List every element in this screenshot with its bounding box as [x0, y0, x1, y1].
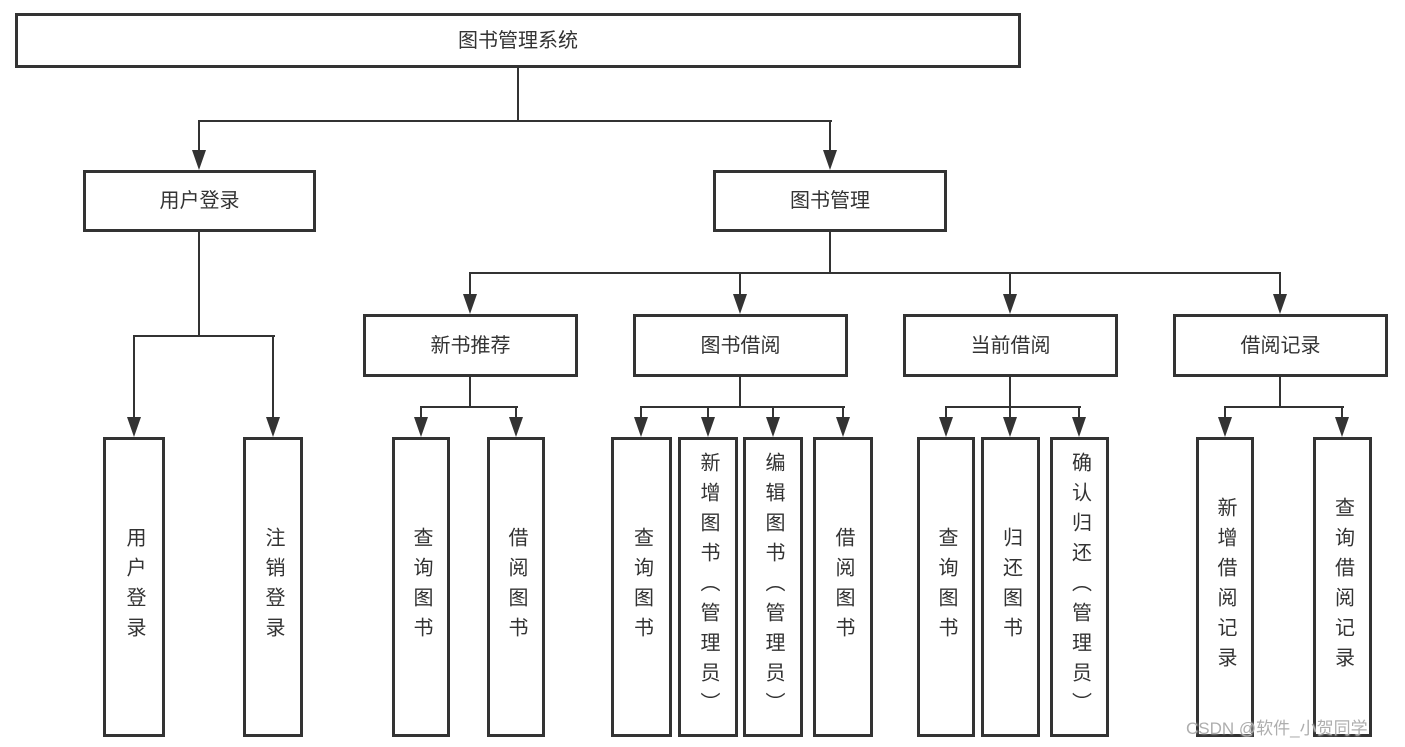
leaf-logout: 注销登录 — [243, 437, 303, 737]
leaf-label: 借阅图书 — [505, 527, 527, 647]
connector-line — [1009, 406, 1011, 419]
connector-line — [772, 406, 774, 419]
node-label: 新书推荐 — [430, 334, 511, 357]
connector-line — [198, 120, 832, 122]
arrowhead-down-icon — [701, 417, 715, 437]
leaf-borrow-books: 借阅图书 — [813, 437, 873, 737]
leaf-label: 注销登录 — [262, 527, 284, 647]
leaf-borrow-books-recommend: 借阅图书 — [487, 437, 545, 737]
node-label: 借阅记录 — [1240, 334, 1321, 357]
leaf-label: 新增借阅记录 — [1214, 497, 1236, 677]
connector-line — [1078, 406, 1080, 419]
connector-line — [515, 406, 517, 419]
arrowhead-down-icon — [266, 417, 280, 437]
connector-line — [640, 406, 845, 408]
connector-line — [707, 406, 709, 419]
connector-line — [829, 120, 831, 152]
connector-line — [1009, 377, 1011, 408]
node-new-book-recommend: 新书推荐 — [363, 314, 578, 377]
connector-line — [1224, 406, 1226, 419]
leaf-label: 查询图书 — [935, 527, 957, 647]
connector-line — [469, 272, 471, 296]
connector-line — [469, 272, 1281, 274]
arrowhead-down-icon — [1273, 294, 1287, 314]
connector-line — [945, 406, 947, 419]
leaf-return-books: 归还图书 — [981, 437, 1040, 737]
leaf-label: 归还图书 — [999, 527, 1022, 647]
leaf-label: 新增图书（管理员） — [697, 452, 719, 722]
connector-line — [1279, 377, 1281, 408]
arrowhead-down-icon — [1218, 417, 1232, 437]
node-book-management: 图书管理 — [713, 170, 947, 232]
connector-line — [739, 272, 741, 296]
leaf-label: 借阅图书 — [832, 527, 854, 647]
arrowhead-down-icon — [1003, 417, 1017, 437]
node-label: 用户登录 — [159, 190, 240, 212]
arrowhead-down-icon — [127, 417, 141, 437]
connector-line — [739, 377, 741, 408]
leaf-query-books-borrowing: 查询图书 — [611, 437, 672, 737]
leaf-query-borrow-record: 查询借阅记录 — [1313, 437, 1372, 737]
leaf-label: 查询图书 — [630, 527, 653, 647]
leaf-add-borrow-record: 新增借阅记录 — [1196, 437, 1254, 737]
node-current-borrowing: 当前借阅 — [903, 314, 1118, 377]
connector-line — [198, 120, 200, 152]
arrowhead-down-icon — [1003, 294, 1017, 314]
arrowhead-down-icon — [1335, 417, 1349, 437]
csdn-watermark: CSDN @软件_小贺同学 — [1186, 719, 1368, 738]
leaf-query-books-recommend: 查询图书 — [392, 437, 450, 737]
arrowhead-down-icon — [766, 417, 780, 437]
arrowhead-down-icon — [939, 417, 953, 437]
node-book-borrowing: 图书借阅 — [633, 314, 848, 377]
connector-line — [945, 406, 1081, 408]
connector-line — [640, 406, 642, 419]
arrowhead-down-icon — [463, 294, 477, 314]
connector-line — [829, 232, 831, 274]
leaf-label: 确认归还（管理员） — [1068, 452, 1091, 722]
node-label: 图书借阅 — [700, 334, 781, 357]
leaf-label: 查询借阅记录 — [1331, 497, 1354, 677]
leaf-label: 编辑图书（管理员） — [762, 452, 784, 722]
connector-line — [133, 335, 275, 337]
leaf-user-login: 用户登录 — [103, 437, 165, 737]
node-label: 当前借阅 — [970, 334, 1051, 357]
leaf-query-books-current: 查询图书 — [917, 437, 975, 737]
connector-line — [198, 232, 200, 337]
connector-line — [1009, 272, 1011, 296]
arrowhead-down-icon — [1072, 417, 1086, 437]
leaf-confirm-return-admin: 确认归还（管理员） — [1050, 437, 1109, 737]
connector-line — [842, 406, 844, 419]
connector-line — [1224, 406, 1344, 408]
connector-line — [517, 68, 519, 122]
connector-line — [1279, 272, 1281, 296]
connector-line — [133, 335, 135, 419]
arrowhead-down-icon — [634, 417, 648, 437]
connector-line — [272, 335, 274, 419]
node-label: 图书管理 — [790, 190, 870, 212]
leaf-label: 用户登录 — [123, 527, 145, 647]
node-label: 图书管理系统 — [458, 29, 578, 52]
arrowhead-down-icon — [509, 417, 523, 437]
connector-line — [420, 406, 422, 419]
connector-line — [1341, 406, 1343, 419]
arrowhead-down-icon — [836, 417, 850, 437]
leaf-edit-books-admin: 编辑图书（管理员） — [743, 437, 803, 737]
leaf-label: 查询图书 — [410, 527, 432, 647]
arrowhead-down-icon — [414, 417, 428, 437]
arrowhead-down-icon — [192, 150, 206, 170]
arrowhead-down-icon — [823, 150, 837, 170]
node-user-login: 用户登录 — [83, 170, 316, 232]
connector-line — [420, 406, 518, 408]
connector-line — [469, 377, 471, 408]
node-borrowing-records: 借阅记录 — [1173, 314, 1388, 377]
arrowhead-down-icon — [733, 294, 747, 314]
leaf-add-books-admin: 新增图书（管理员） — [678, 437, 738, 737]
node-library-management-system: 图书管理系统 — [15, 13, 1021, 68]
